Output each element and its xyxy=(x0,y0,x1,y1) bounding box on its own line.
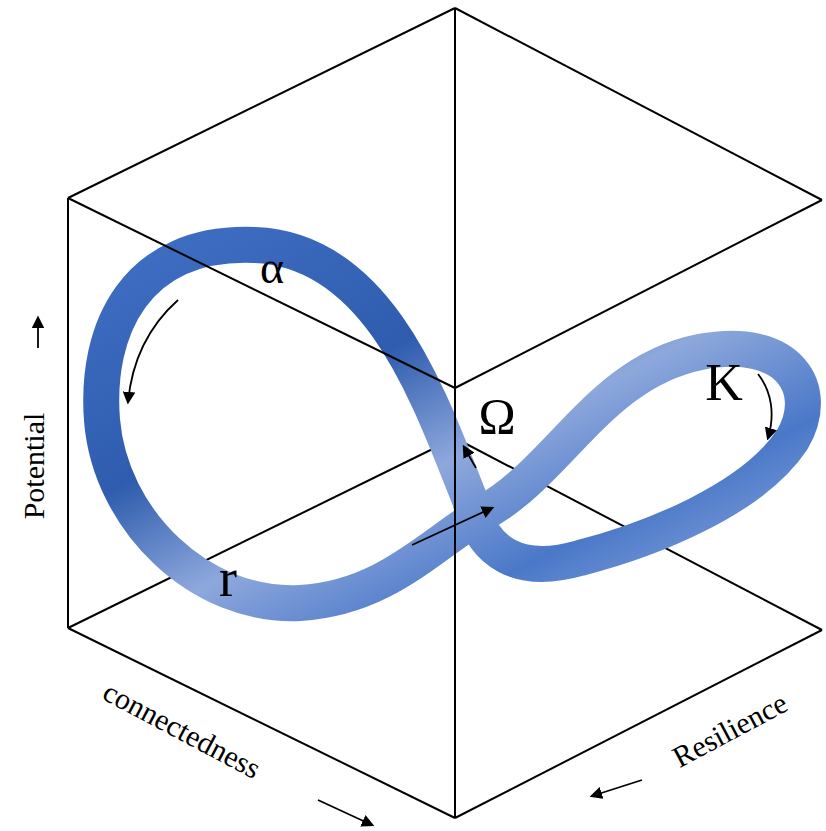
phase-label: α xyxy=(260,245,284,291)
cube-front-edges xyxy=(68,8,822,818)
flow-arrows xyxy=(128,300,772,545)
phase-label: r xyxy=(219,551,237,605)
phase-label: Ω xyxy=(478,391,515,441)
axis-label: connectedness xyxy=(98,676,265,784)
axis-arrows xyxy=(38,318,642,825)
adaptive-cycle-ribbon xyxy=(101,245,803,603)
phase-label: K xyxy=(705,357,743,409)
axis-label: Potential xyxy=(19,413,49,520)
cube-back-edges xyxy=(68,8,822,630)
